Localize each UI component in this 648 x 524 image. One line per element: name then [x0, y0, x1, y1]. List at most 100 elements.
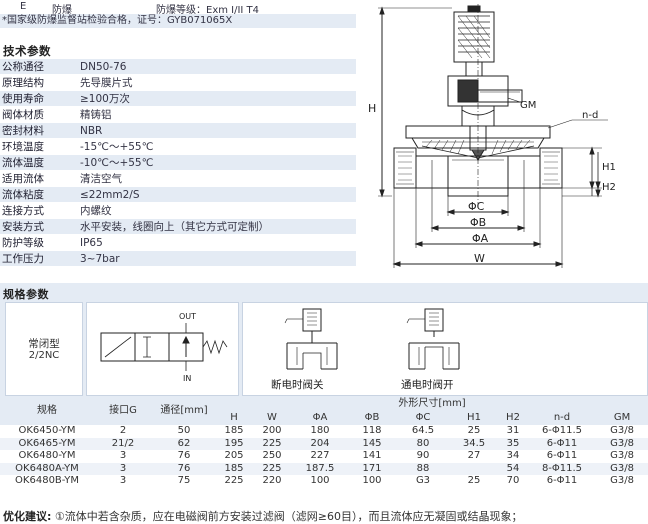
- table-cell: G3/8: [610, 425, 634, 436]
- col-dims: 外形尺寸[mm]: [398, 398, 466, 410]
- col-dim-0: H: [230, 412, 238, 424]
- explosion-proof-code: E: [20, 1, 27, 12]
- explosion-proof-label: 防爆: [52, 5, 72, 16]
- col-bore: 通径[mm]: [160, 404, 208, 416]
- dim-W-label: W: [474, 252, 485, 265]
- tech-row: 流体粘度≤22mm2/S: [0, 187, 356, 203]
- table-cell: 2: [119, 425, 127, 436]
- table-cell: 21/2: [111, 437, 135, 449]
- dim-H2-label: H2: [602, 182, 616, 193]
- tech-row-value: DN50-76: [80, 61, 127, 73]
- dim-phiA-label: ΦA: [472, 232, 489, 245]
- tech-row: 阀体材质 精铸铝: [0, 107, 356, 123]
- dim-phiC-label: ΦC: [468, 200, 485, 213]
- tech-row: 流体温度 -10℃～+55℃: [0, 155, 356, 171]
- table-cell: 88: [416, 462, 430, 474]
- col-dim-8: GM: [613, 412, 631, 424]
- table-cell: 250: [262, 450, 282, 461]
- table-cell: 70: [506, 475, 520, 486]
- tech-row: 安装方式水平安装，线圈向上（其它方式可定制）: [0, 219, 356, 235]
- table-cell: 205: [224, 450, 244, 461]
- table-cell: 100: [362, 475, 382, 486]
- table-cell: 80: [416, 437, 430, 449]
- table-cell: 225: [224, 475, 244, 486]
- tech-section-title: 技术参数: [3, 44, 51, 58]
- table-cell: 225: [262, 462, 282, 474]
- tech-row-key: 适用流体: [2, 173, 44, 185]
- dim-nd-label: n-d: [582, 110, 598, 121]
- tech-row-key: 环境温度: [2, 141, 44, 153]
- tech-row: 适用流体 清洁空气: [0, 171, 356, 187]
- dim-H1-label: H1: [602, 162, 616, 173]
- dim-H-label: H: [368, 102, 376, 115]
- closed-caption: 断电时阀关: [271, 379, 324, 391]
- tech-row-key: 阀体材质: [2, 109, 44, 121]
- col-dim-3: ΦB: [364, 412, 380, 424]
- table-cell: 227: [310, 450, 330, 461]
- col-dim-4: ΦC: [415, 412, 431, 424]
- valve-open-diagram: [406, 308, 460, 370]
- valve-type-panel: 常闭型 2/2NC: [5, 302, 83, 396]
- tech-row: 连接方式 内螺纹: [0, 203, 356, 219]
- tech-row-key: 工作压力: [2, 253, 44, 265]
- symbol-panel: OUT IN: [86, 302, 239, 396]
- table-cell: 31: [506, 425, 520, 436]
- tech-row-key: 流体温度: [2, 157, 44, 169]
- table-cell: 75: [177, 475, 191, 486]
- tech-row-value: -10℃～+55℃: [80, 157, 154, 169]
- table-cell: 6-Φ11: [546, 437, 578, 449]
- table-cell: 225: [262, 437, 282, 449]
- table-cell: OK6480A-YM: [15, 462, 79, 474]
- table-cell: G3/8: [610, 437, 634, 449]
- dim-GM-label: GM: [520, 100, 536, 111]
- table-cell: 204: [310, 437, 330, 449]
- tech-row-value: 3~7bar: [80, 253, 120, 265]
- tech-row: 使用寿命≥100万次: [0, 91, 356, 107]
- tech-row-value: 内螺纹: [80, 205, 112, 217]
- table-cell: 90: [416, 450, 430, 461]
- table-cell: 118: [362, 425, 382, 436]
- tech-row-value: IP65: [80, 237, 103, 249]
- explosion-proof-grade: 防爆等级：Exm I/II T4: [156, 5, 260, 16]
- valve-type-label: 常闭型: [28, 338, 60, 350]
- table-cell: 3: [119, 462, 127, 474]
- tech-row: 工作压力 3~7bar: [0, 251, 356, 267]
- table-cell: G3/8: [610, 450, 634, 461]
- table-cell: OK6480B-YM: [15, 475, 79, 486]
- tech-row-key: 密封材料: [2, 125, 44, 137]
- table-cell: 187.5: [305, 462, 335, 474]
- spec-section-title: 规格参数: [3, 288, 49, 301]
- tech-row-value: 精铸铝: [80, 109, 112, 121]
- advice-line: 优化建议: ①流体中若含杂质，应在电磁阀前方安装过滤阀（滤网≥60目），而且流体…: [3, 508, 522, 524]
- tech-row-key: 连接方式: [2, 205, 44, 217]
- table-cell: G3/8: [610, 462, 634, 474]
- certificate-line: *国家级防爆监督站检验合格，证号：GYB071065X: [0, 14, 356, 28]
- nc-valve-symbol: OUT IN: [100, 312, 228, 383]
- table-cell: 8-Φ11.5: [541, 462, 583, 474]
- tech-row-key: 防护等级: [2, 237, 44, 249]
- table-cell: 200: [262, 425, 282, 436]
- tech-row-value: 清洁空气: [80, 173, 122, 185]
- table-cell: 220: [262, 475, 282, 486]
- col-model: 规格: [37, 404, 57, 416]
- tech-row-key: 使用寿命: [2, 93, 44, 105]
- table-cell: 171: [362, 462, 382, 474]
- advice-text: ①流体中若含杂质，应在电磁阀前方安装过滤阀（滤网≥60目），而且流体应无凝固或结…: [54, 510, 523, 523]
- col-dim-2: ΦA: [312, 412, 328, 424]
- table-cell: 27: [467, 450, 481, 461]
- table-cell: 6-Φ11: [546, 475, 578, 486]
- col-port: 接口G: [109, 404, 137, 416]
- table-cell: 3: [119, 450, 127, 461]
- table-cell: 62: [177, 437, 191, 449]
- table-cell: OK6480-YM: [18, 450, 76, 461]
- table-cell: 185: [224, 425, 244, 436]
- tech-row: 防护等级 IP65: [0, 235, 356, 251]
- tech-row-key: 安装方式: [2, 221, 44, 233]
- valve-dimension-drawing: H GM n-d H1 H2 ΦC ΦB ΦA W: [368, 4, 616, 268]
